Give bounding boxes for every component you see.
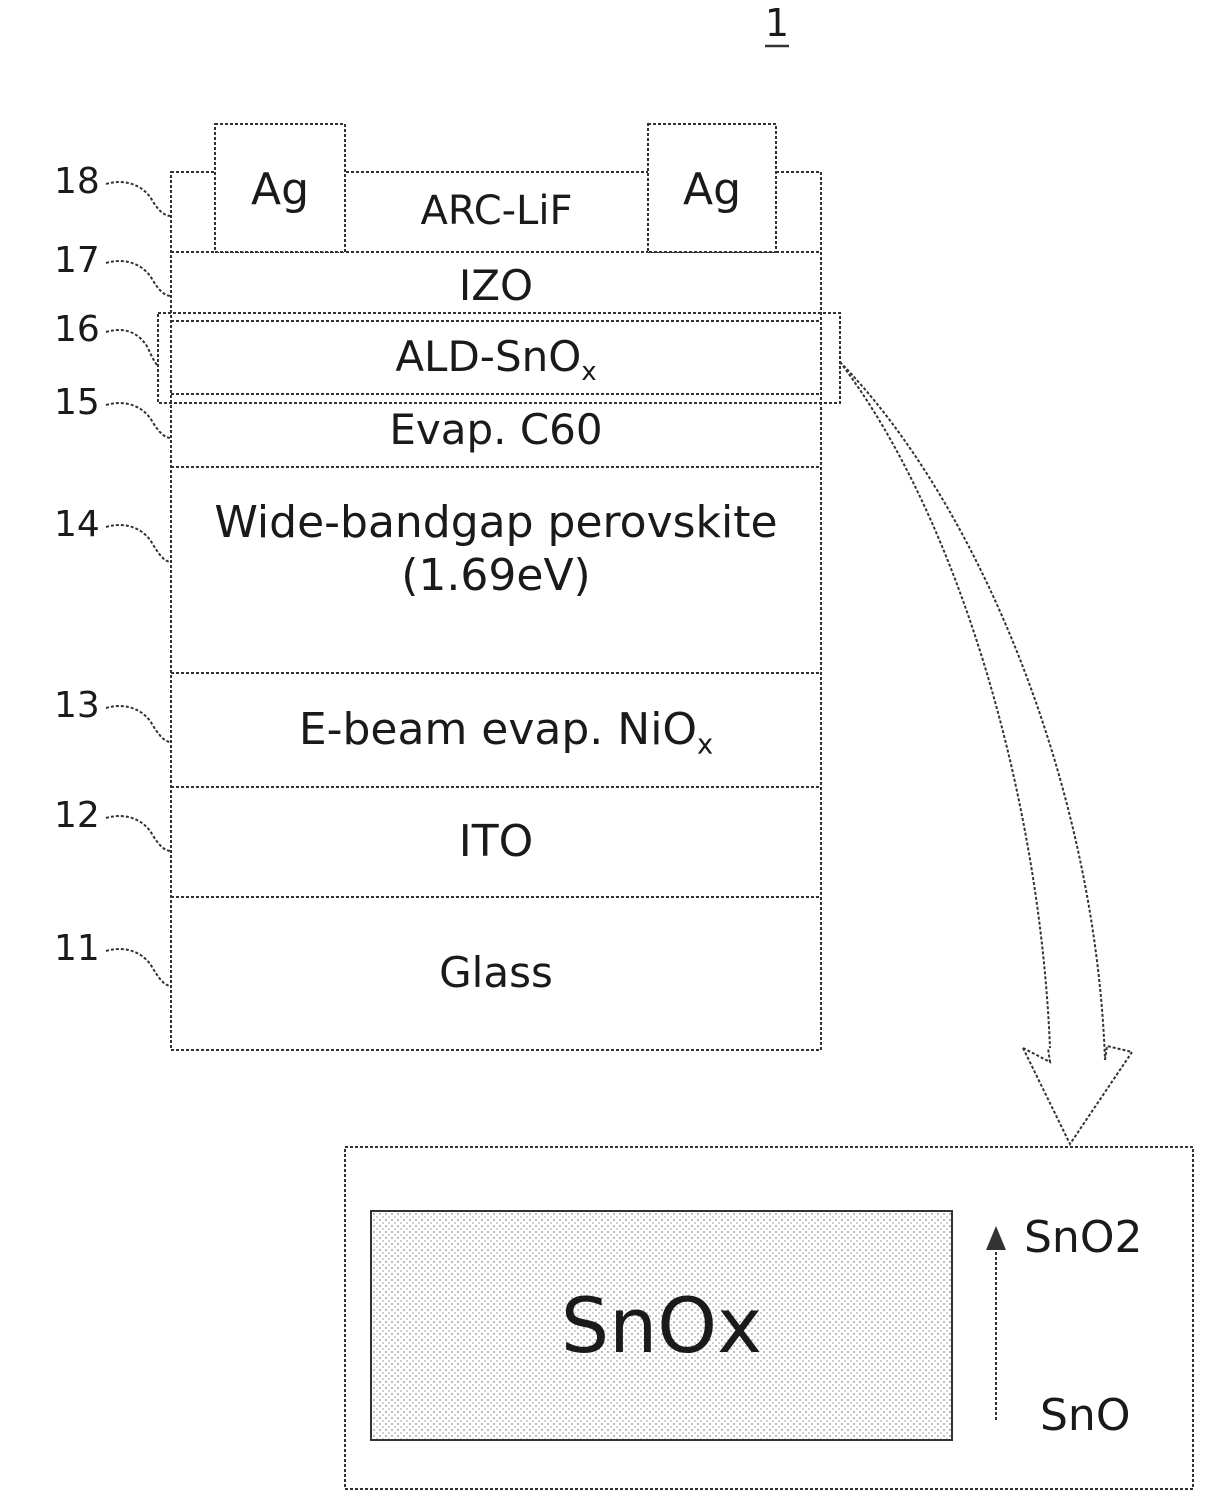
layer-17-label: IZO — [459, 261, 533, 311]
layer-12-name: ITO — [171, 787, 821, 897]
leader-13 — [106, 706, 171, 742]
layer-18-name: ARC-LiF — [345, 176, 648, 246]
ag-contact-left-label: Ag — [215, 150, 345, 230]
layer-16-name: ALD-SnOx — [171, 321, 821, 394]
layer-11-name: Glass — [171, 897, 821, 1050]
layer-13-label: E-beam evap. NiO — [299, 704, 697, 755]
layer-12-label: ITO — [459, 816, 534, 869]
leader-14 — [106, 525, 171, 562]
ref-13: 13 — [54, 688, 100, 724]
ref-12: 12 — [54, 798, 100, 834]
layer-15-name: Evap. C60 — [171, 394, 821, 467]
snox-block-label: SnOx — [371, 1211, 952, 1440]
layer-18-label: ARC-LiF — [421, 187, 573, 235]
gradient-bottom-label: SnO — [1040, 1394, 1130, 1438]
leader-16 — [106, 330, 158, 366]
ag-contact-right-label: Ag — [648, 150, 776, 230]
leader-18 — [106, 182, 171, 216]
ref-17: 17 — [54, 243, 100, 279]
layer-16-label: ALD-SnO — [395, 332, 581, 381]
figure-number: 1 — [764, 4, 790, 42]
layer-17-name: IZO — [171, 252, 821, 321]
layer-14-label: Wide-bandgap perovskite — [214, 497, 777, 550]
layer-13-name: E-beam evap. NiOx — [171, 673, 821, 787]
layer-15-label: Evap. C60 — [389, 405, 602, 455]
gradient-arrow-head — [986, 1226, 1006, 1250]
layer-13-subscript: x — [697, 729, 713, 760]
gradient-top-label: SnO2 — [1024, 1216, 1142, 1260]
ref-11: 11 — [54, 931, 100, 967]
leader-11 — [106, 949, 171, 986]
ref-16: 16 — [54, 312, 100, 348]
leader-12 — [106, 816, 171, 851]
layer-14-name: Wide-bandgap perovskite (1.69eV) — [171, 467, 821, 673]
ref-18: 18 — [54, 164, 100, 200]
ref-14: 14 — [54, 507, 100, 543]
leader-17 — [106, 261, 171, 296]
layer-14-label-line2: (1.69eV) — [401, 550, 590, 603]
ref-15: 15 — [54, 385, 100, 421]
layer-16-subscript: x — [581, 357, 596, 387]
layer-11-label: Glass — [439, 948, 553, 998]
leader-15 — [106, 403, 171, 438]
magnify-arrow — [840, 362, 1132, 1144]
